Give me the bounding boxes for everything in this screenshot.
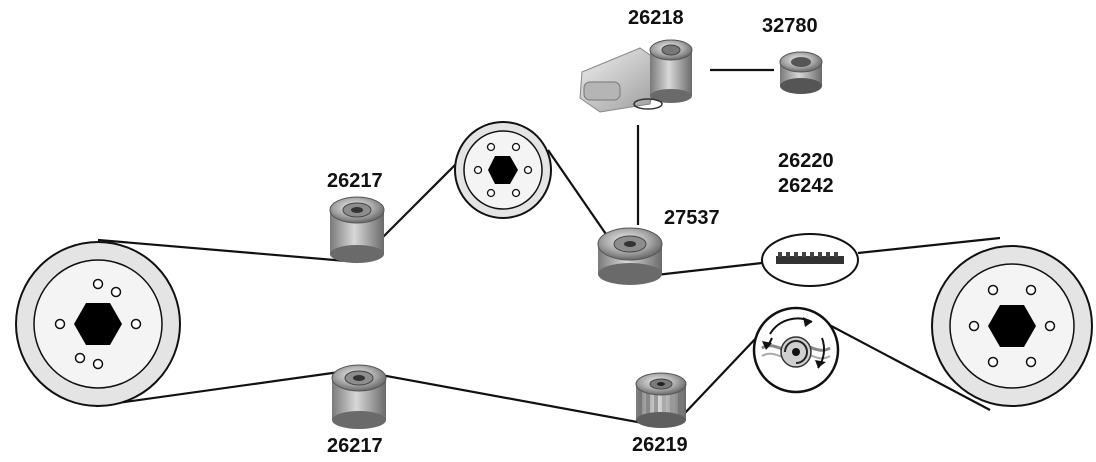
belt-segment <box>97 238 359 264</box>
timing-belt <box>95 68 1001 426</box>
label-26220: 26220 <box>778 150 834 172</box>
sprocket-teeth <box>638 384 682 420</box>
idler-roller-upper <box>329 196 385 263</box>
label-26242: 26242 <box>778 175 834 197</box>
belt-segment <box>353 368 649 426</box>
label-32780: 32780 <box>762 15 818 37</box>
left-cam-pulley <box>15 241 181 407</box>
top-idler-pulley <box>454 121 552 219</box>
belt-segment <box>547 149 611 241</box>
water-pump-callout <box>752 306 840 394</box>
label-26219: 26219 <box>632 434 688 456</box>
belt-teeth-icon <box>776 252 844 264</box>
right-cam-pulley <box>931 245 1093 407</box>
tensioner-assembly <box>579 39 693 113</box>
hex-hub-icon <box>488 156 518 184</box>
label-27537: 27537 <box>664 207 720 229</box>
idler-roller-lower <box>331 364 387 429</box>
water-pump-icon <box>761 317 831 369</box>
hex-hub-icon <box>74 303 122 345</box>
tensioner-bearing <box>779 51 823 94</box>
hex-hub-icon <box>988 305 1036 347</box>
label-26217-upper: 26217 <box>327 170 383 192</box>
crank-sprocket <box>635 372 687 428</box>
belt-segment <box>819 319 991 411</box>
belt-segment <box>857 236 1001 255</box>
label-26218: 26218 <box>628 7 684 29</box>
belt-segment <box>95 368 355 408</box>
belt-detail-callout <box>761 233 859 287</box>
tensioner-pulley <box>597 227 663 285</box>
belt-segment <box>683 335 759 415</box>
label-26217-lower: 26217 <box>327 435 383 457</box>
